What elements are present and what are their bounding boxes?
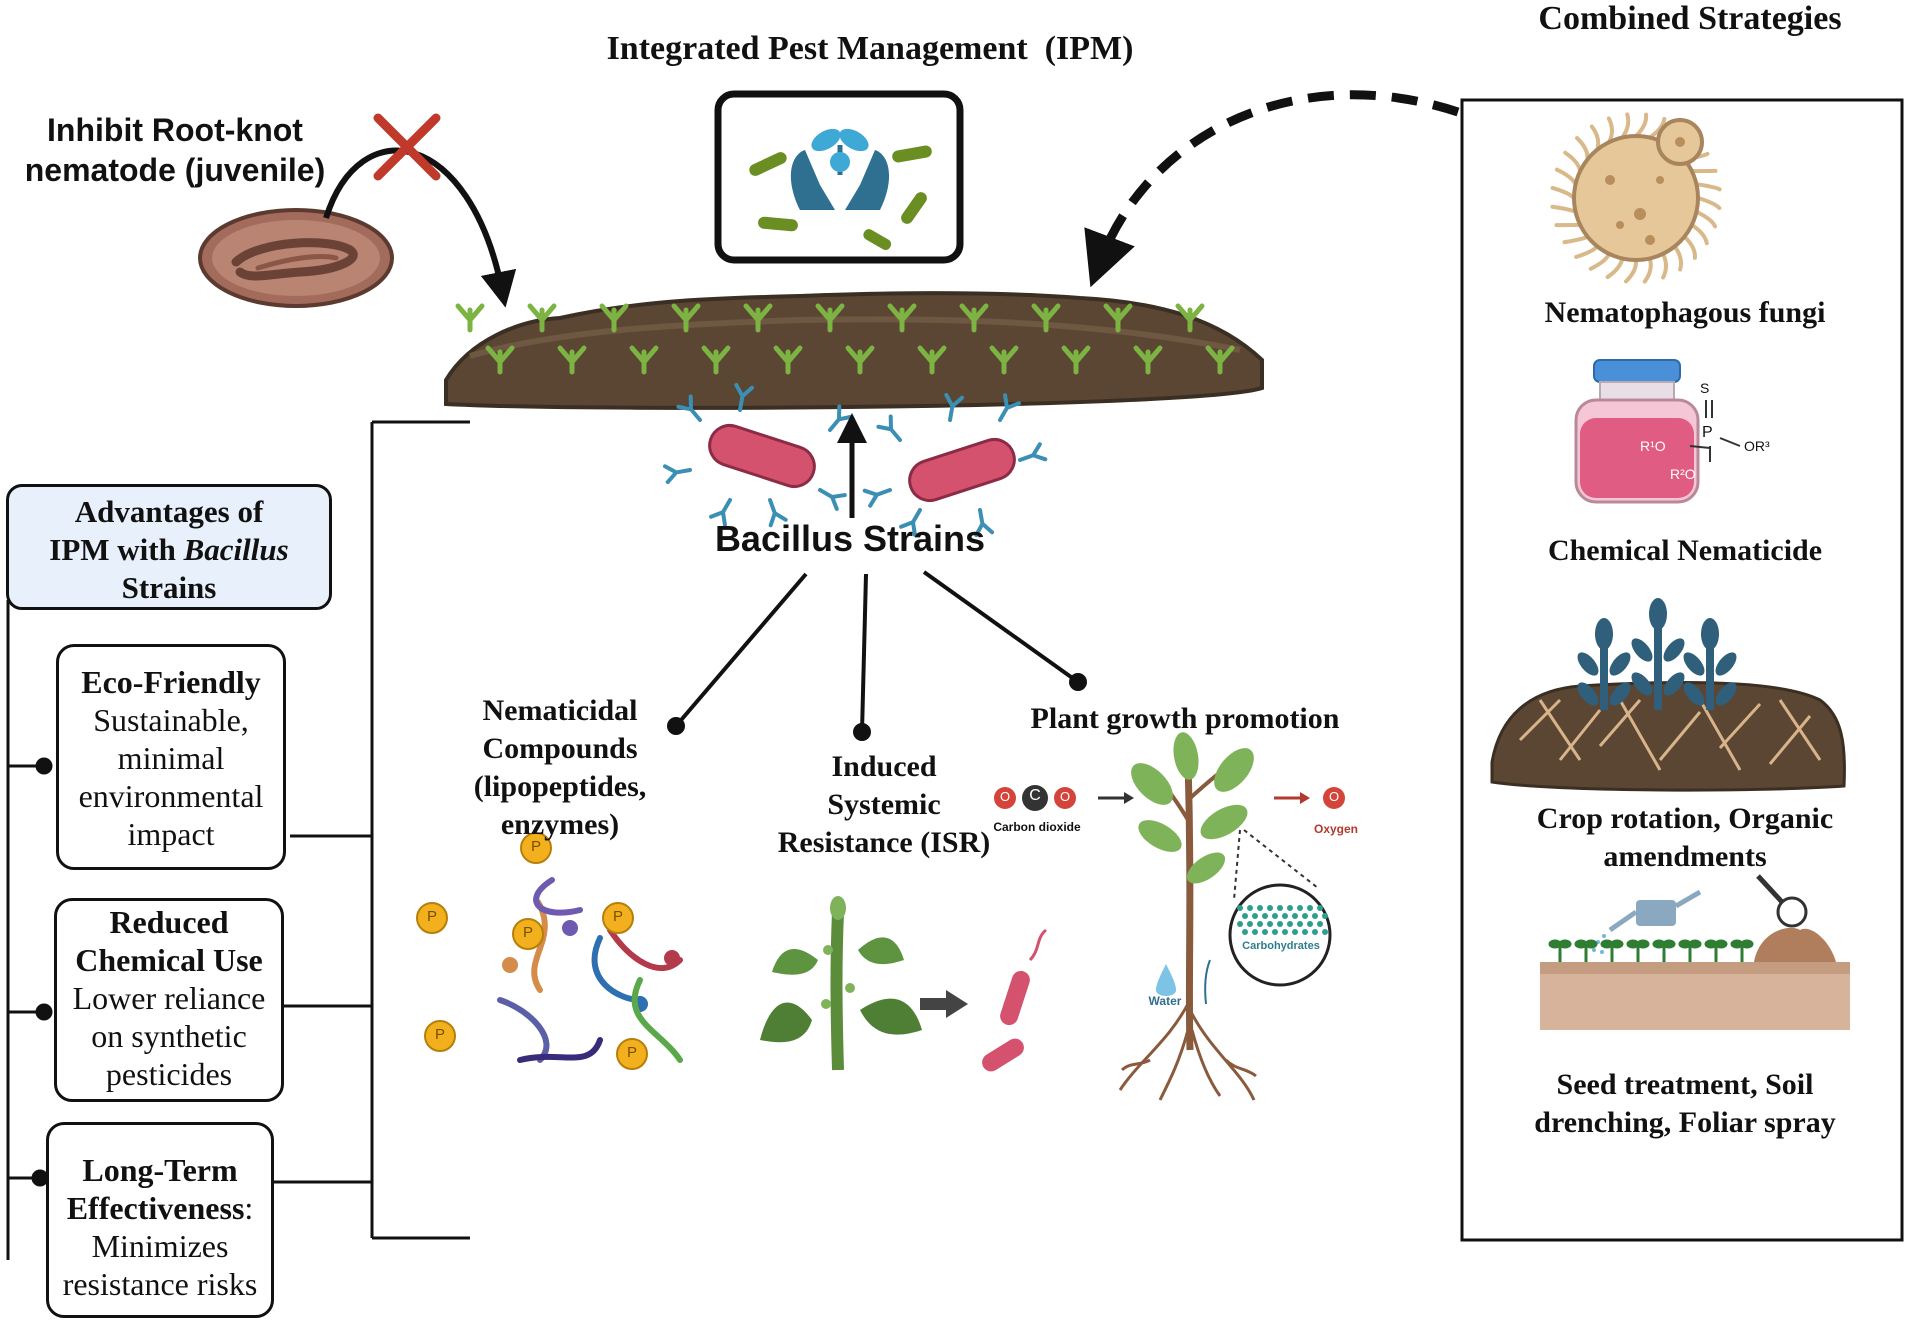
peptide-badge-0 — [520, 832, 552, 864]
peptide-badge-label: P — [612, 908, 623, 925]
nematode-icon — [198, 208, 394, 308]
nematode-label: Inhibit Root-knot nematode (juvenile) — [24, 112, 326, 188]
formula-or3: OR³ — [1744, 438, 1770, 454]
advantage-long-term: Long-Term Effectiveness: Minimizes resis… — [46, 1122, 274, 1318]
peptide-badge-4 — [424, 1020, 456, 1052]
combined-title: Combined Strategies — [1538, 0, 1842, 37]
combined-dashed-arrow — [1084, 90, 1460, 288]
water-label: Water — [1148, 994, 1182, 1008]
formula-s: S — [1700, 380, 1710, 396]
peptide-badge-5 — [616, 1038, 648, 1070]
advantages-header: Advantages of IPM with Bacillus Strains — [6, 484, 332, 610]
seed-treatment-icon — [1540, 874, 1850, 1030]
nematicidal-label: Nematicidal Compounds (lipopeptides, enz… — [473, 694, 647, 841]
peptide-badge-label: P — [522, 924, 533, 941]
chemical-jar-icon — [1574, 359, 1741, 504]
bacillus-label: Bacillus Strains — [714, 518, 986, 559]
peptide-badge-3 — [602, 902, 634, 934]
peptide-badge-2 — [512, 918, 544, 950]
carbon-atom-label: C — [1029, 787, 1041, 804]
fungi-label: Nematophagous fungi — [1544, 296, 1826, 329]
o2-label: Oxygen — [1313, 822, 1358, 836]
growth-title: Plant growth promotion — [1030, 702, 1340, 735]
peptide-badge-label: P — [434, 1026, 445, 1043]
fungi-icon — [1550, 112, 1722, 284]
peptide-badge-label: P — [426, 908, 437, 925]
soil-field-icon — [444, 291, 1264, 410]
oxygen-atom-label-1: O — [999, 789, 1011, 804]
peptide-badge-label: P — [530, 838, 541, 855]
formula-p: P — [1702, 424, 1713, 441]
cross-icon — [373, 113, 441, 181]
isr-plant-icon — [760, 896, 1048, 1072]
growth-plant-icon — [994, 732, 1345, 1101]
formula-r2o: R²O — [1670, 466, 1696, 482]
seed-treatment-label: Seed treatment, Soil drenching, Foliar s… — [1534, 1068, 1836, 1139]
isr-label: Induced Systemic Resistance (ISR) — [777, 750, 991, 859]
chemical-label: Chemical Nematicide — [1547, 534, 1823, 567]
carb-label: Carbohydrates — [1242, 940, 1320, 952]
peptide-icons — [416, 832, 683, 1070]
combined-strategies-box — [1460, 98, 1904, 1242]
peptide-badge-1 — [416, 902, 448, 934]
oxygen-atom-label-3: O — [1328, 789, 1340, 804]
bacillus-left-icon — [708, 423, 816, 489]
oxygen-atom-label-2: O — [1059, 789, 1071, 804]
co2-label: Carbon dioxide — [993, 820, 1081, 834]
crop-rotation-label: Crop rotation, Organic amendments — [1536, 802, 1834, 873]
advantage-reduced-chemical: Reduced Chemical Use Lower reliance on s… — [54, 898, 284, 1102]
ipm-title: Integrated Pest Management (IPM) — [606, 30, 1134, 67]
ipm-screen-icon — [714, 90, 964, 264]
bacillus-right-icon — [908, 437, 1016, 503]
advantage-eco-friendly: Eco-Friendly Sustainable, minimal enviro… — [56, 644, 286, 870]
crop-rotation-icon — [1490, 598, 1846, 792]
formula-r1o: R¹O — [1640, 438, 1666, 454]
mechanism-connectors — [667, 570, 1087, 741]
advantages-bracket — [6, 420, 470, 1260]
peptide-badge-label: P — [626, 1044, 637, 1061]
